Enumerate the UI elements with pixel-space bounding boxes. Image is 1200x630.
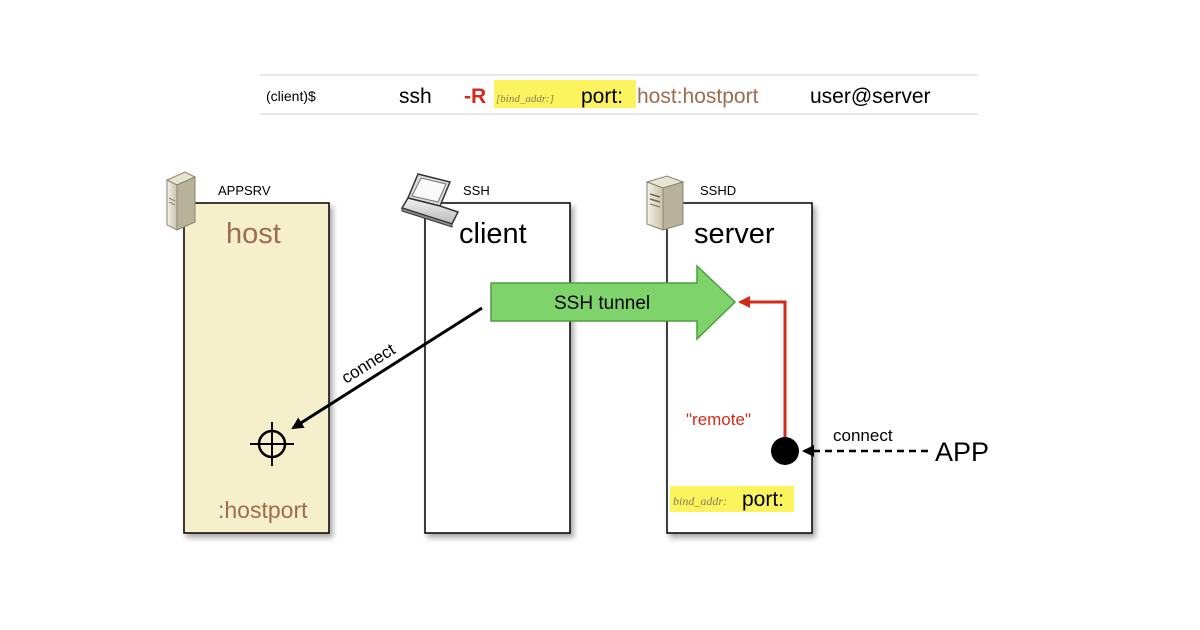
client-to-host-arrow	[291, 306, 483, 430]
server-port-highlight	[670, 486, 794, 512]
app-connect-label: connect	[833, 426, 893, 445]
listening-socket	[771, 437, 799, 465]
client-machine-label: SSH	[463, 183, 490, 198]
host-title: host	[226, 218, 281, 250]
server-tower-icon	[645, 175, 685, 231]
app-server-connection: connect APP	[802, 426, 989, 467]
app-label: APP	[935, 437, 989, 467]
target-crosshair-icon	[250, 422, 294, 466]
command-user-server: user@server	[810, 85, 931, 108]
command-program: ssh	[399, 85, 432, 108]
remote-forward-path	[738, 296, 799, 465]
server-tower-icon	[165, 171, 197, 231]
command-prompt: (client)$	[266, 88, 316, 104]
ssh-tunnel-arrow	[490, 264, 737, 341]
ssh-tunnel-label: SSH tunnel	[554, 293, 650, 314]
client-panel: SSH client	[400, 173, 571, 534]
server-title: server	[694, 218, 775, 250]
bind-addr-highlight	[494, 80, 636, 108]
laptop-icon	[400, 173, 460, 228]
server-machine-label: SSHD	[700, 183, 736, 198]
host-machine-label: APPSRV	[218, 183, 271, 198]
remote-label: "remote"	[686, 410, 751, 429]
server-bind-addr: bind_addr:	[673, 494, 727, 508]
remote-forward-arrow	[738, 296, 787, 440]
client-box	[424, 202, 571, 534]
ssh-tunnel: SSH tunnel	[490, 264, 737, 341]
client-title: client	[459, 218, 527, 250]
server-panel: SSHD server bind_addr: port: "remote"	[645, 175, 813, 534]
server-port: port:	[742, 488, 784, 511]
command-host-hostport: host:hostport	[637, 85, 759, 108]
command-bind-addr: [bind_addr:]	[496, 93, 554, 105]
command-line: (client)$ ssh -R [bind_addr:] port: host…	[260, 74, 978, 115]
host-box	[183, 202, 330, 534]
host-port-label: :hostport	[218, 497, 308, 523]
command-port: port:	[581, 85, 623, 108]
command-flag: -R	[464, 85, 486, 108]
host-panel: APPSRV host :hostport	[165, 171, 330, 534]
server-box	[666, 202, 813, 534]
